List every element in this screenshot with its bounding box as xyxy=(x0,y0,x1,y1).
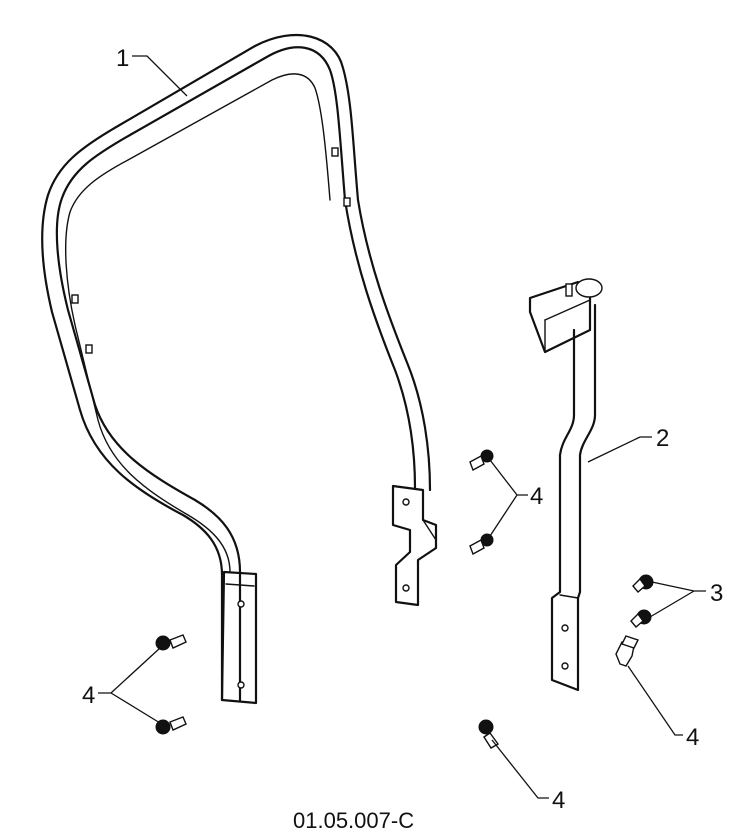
callout-part-4-left: 4 xyxy=(82,682,95,709)
nut-upper xyxy=(632,574,654,593)
bolt-upper-a xyxy=(469,449,494,472)
nut-lower xyxy=(630,609,652,628)
bolt-left-a xyxy=(155,634,187,651)
callout-part-2: 2 xyxy=(656,425,669,452)
callout-part-3: 3 xyxy=(710,580,723,607)
support-bar-part-2 xyxy=(528,278,603,692)
bolt-left-b xyxy=(155,716,187,735)
leader-part-2 xyxy=(587,436,652,463)
drawing-number: 01.05.007-C xyxy=(293,808,414,833)
leader-part-4-upper xyxy=(489,459,528,537)
leader-part-1 xyxy=(132,55,188,97)
callout-part-4-upper: 4 xyxy=(530,483,543,510)
leader-part-3 xyxy=(649,581,706,618)
callout-part-4-right: 4 xyxy=(686,724,699,751)
bolt-upper-b xyxy=(469,533,494,556)
callout-part-1: 1 xyxy=(116,45,129,72)
leader-part-4-right xyxy=(627,665,683,736)
frame-tube-part-1 xyxy=(41,33,438,705)
leader-part-4-left xyxy=(98,647,161,724)
bolt-right xyxy=(615,635,639,667)
callout-part-4-bottom: 4 xyxy=(552,787,565,814)
bolt-bottom xyxy=(478,719,500,749)
leader-part-4-bottom xyxy=(491,739,549,799)
